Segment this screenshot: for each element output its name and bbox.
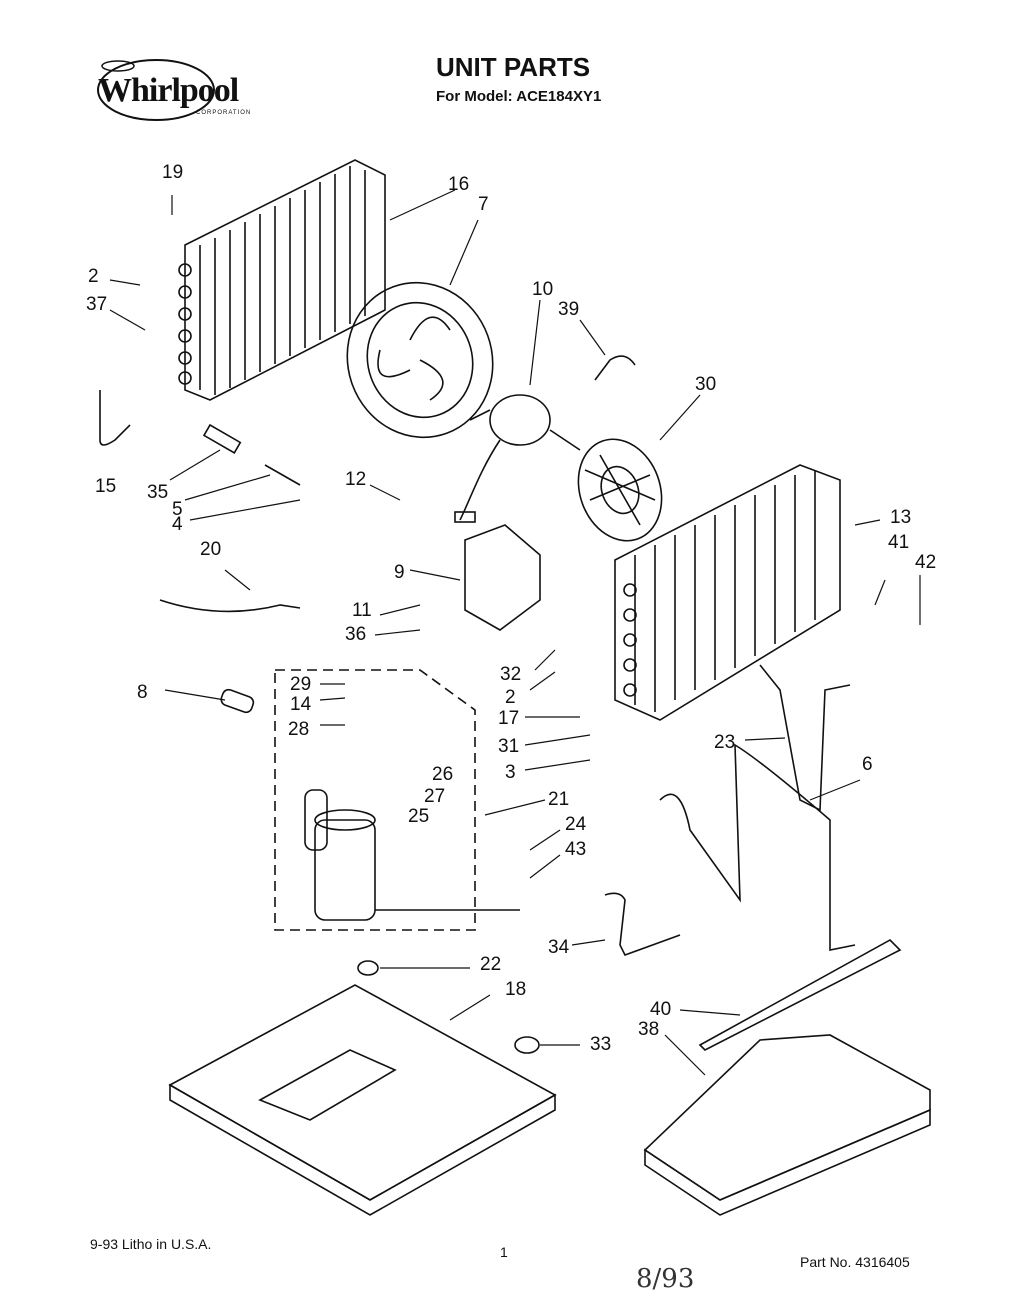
blower-wheel — [577, 438, 663, 542]
exploded-parts-diagram: 19 16 7 2 37 10 39 30 15 35 5 4 12 13 41… — [86, 159, 936, 1216]
callout-24: 24 — [565, 814, 587, 835]
callout-9: 9 — [394, 562, 405, 583]
air-deflector — [698, 939, 902, 1051]
callout-8: 8 — [137, 682, 148, 703]
callout-31: 31 — [498, 736, 519, 757]
callout-11: 11 — [352, 600, 372, 621]
clip-bracket — [594, 355, 636, 381]
callout-3: 3 — [505, 762, 516, 783]
logo-swoosh — [97, 59, 215, 121]
callout-20: 20 — [200, 539, 221, 560]
callout-13: 13 — [890, 507, 911, 528]
handwritten-note: 8/93 — [636, 1264, 695, 1294]
print-note: 9-93 Litho in U.S.A. — [90, 1236, 212, 1252]
model-label: For Model: ACE184XY1 — [436, 88, 602, 105]
callout-37: 37 — [86, 294, 107, 315]
tube-assembly — [99, 390, 131, 446]
callout-2: 2 — [88, 266, 99, 287]
brand-corporation: CORPORATION — [196, 110, 252, 116]
callout-22: 22 — [480, 954, 501, 975]
callout-21: 21 — [548, 789, 569, 810]
callout-33: 33 — [590, 1034, 611, 1055]
callout-12: 12 — [345, 469, 366, 490]
callout-39: 39 — [558, 299, 579, 320]
page-title: UNIT PARTS — [436, 52, 591, 82]
fan-motor — [454, 394, 581, 523]
mounting-foot — [514, 1036, 540, 1054]
callout-4: 4 — [172, 514, 183, 535]
fan-shroud — [346, 281, 494, 439]
whirlpool-logo: Whirlpool CORPORATION — [88, 52, 258, 142]
condenser-coil — [178, 159, 386, 401]
callout-23: 23 — [714, 732, 735, 753]
thermistor — [202, 423, 242, 454]
capacitor — [220, 688, 255, 714]
callout-18: 18 — [505, 979, 526, 1000]
callout-16: 16 — [448, 174, 469, 195]
callout-5: 5 — [172, 499, 183, 520]
callout-38: 38 — [638, 1019, 659, 1040]
callout-32: 32 — [500, 664, 521, 685]
callout-15: 15 — [95, 476, 116, 497]
callout-29: 29 — [290, 674, 311, 695]
callout-6: 6 — [862, 754, 873, 775]
callout-36: 36 — [345, 624, 366, 645]
drain-pan — [643, 1034, 931, 1216]
page-number: 1 — [500, 1244, 508, 1260]
discharge-tube — [659, 743, 856, 951]
callout-14: 14 — [290, 694, 312, 715]
base-pan — [168, 984, 557, 1216]
callout-27: 27 — [424, 786, 445, 807]
callout-7: 7 — [478, 194, 489, 215]
callout-28: 28 — [288, 719, 309, 740]
callout-42: 42 — [915, 552, 936, 573]
callout-35: 35 — [147, 482, 168, 503]
callout-41: 41 — [888, 532, 909, 553]
callout-19: 19 — [162, 162, 183, 183]
compressor-kit-box — [274, 669, 476, 931]
callout-17: 17 — [498, 708, 519, 729]
callout-26: 26 — [432, 764, 453, 785]
drain-tube — [604, 892, 681, 956]
callout-43: 43 — [565, 839, 586, 860]
motor-bracket — [464, 524, 541, 631]
sensor-wire — [264, 464, 301, 486]
wire-harness — [159, 599, 301, 613]
callout-2b: 2 — [505, 687, 516, 708]
compressor — [304, 789, 376, 921]
evaporator-coil — [614, 464, 841, 721]
suction-tube — [759, 664, 851, 812]
part-number: Part No. 4316405 — [800, 1254, 910, 1270]
page-header: Whirlpool CORPORATION UNIT PARTS For Mod… — [0, 0, 1036, 140]
callout-40: 40 — [650, 999, 671, 1020]
callout-10: 10 — [532, 279, 553, 300]
callout-30: 30 — [695, 374, 716, 395]
brand-name: Whirlpool — [98, 72, 239, 109]
callout-25: 25 — [408, 806, 429, 827]
grommet — [357, 960, 379, 976]
callout-34: 34 — [548, 937, 570, 958]
